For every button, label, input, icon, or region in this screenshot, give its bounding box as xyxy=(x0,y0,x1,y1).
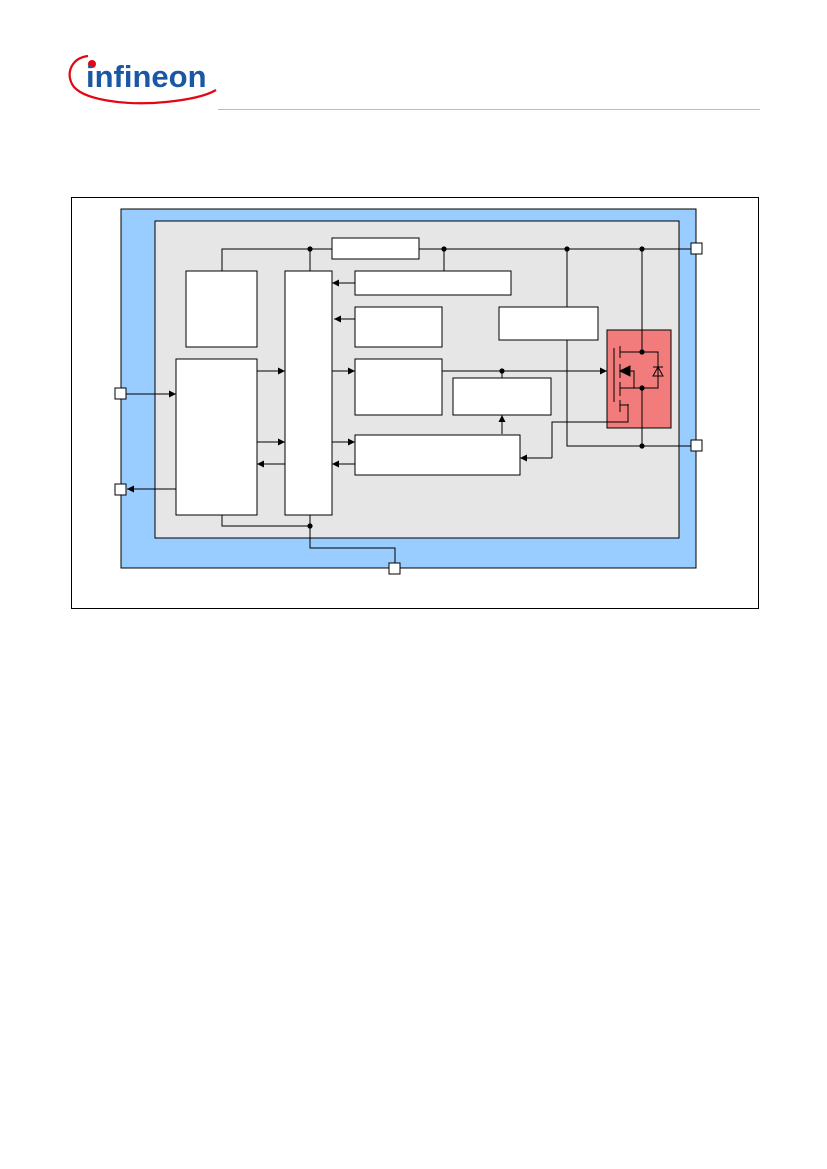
wiring xyxy=(221,248,696,563)
block-wide-bottom xyxy=(354,434,521,476)
block-mid-1 xyxy=(354,306,443,348)
block-right-mid xyxy=(452,377,552,416)
logo-swoosh xyxy=(68,54,217,105)
pin-status xyxy=(114,483,127,496)
pin-output xyxy=(690,439,703,452)
block-mid-2 xyxy=(354,358,443,416)
block-interface-left xyxy=(175,358,258,516)
infineon-logo: infineon xyxy=(68,54,217,105)
junction-dots xyxy=(307,246,645,529)
pin-input xyxy=(114,387,127,400)
pin-supply xyxy=(690,242,703,255)
pin-ground xyxy=(388,562,401,575)
block-wide-top xyxy=(354,270,512,296)
power-stage xyxy=(606,329,672,429)
figure-frame xyxy=(71,197,759,609)
block-right-upper xyxy=(498,306,599,341)
block-control-bus xyxy=(284,270,333,516)
logo-text: infineon xyxy=(86,59,207,94)
signal-arrows xyxy=(125,279,607,493)
header-rule xyxy=(218,109,760,110)
logo-dot xyxy=(88,60,96,68)
block-top-center xyxy=(331,237,420,260)
block-upper-left xyxy=(185,270,258,348)
